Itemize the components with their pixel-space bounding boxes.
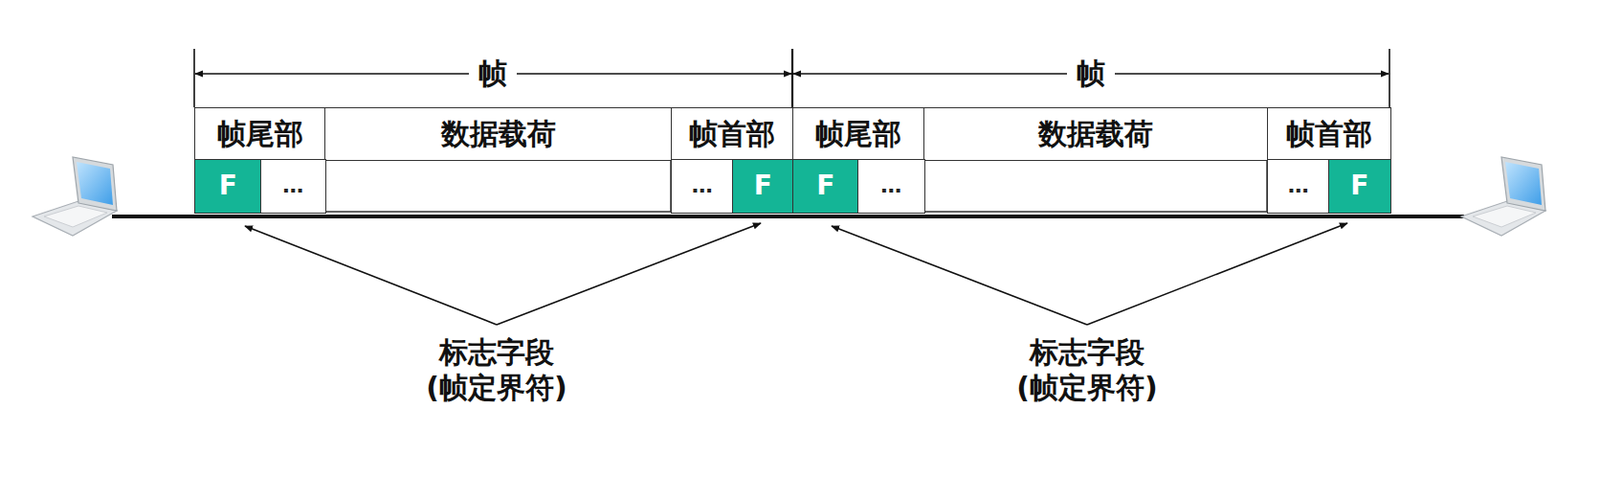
field-label: … bbox=[691, 174, 713, 198]
laptop-icon bbox=[32, 156, 117, 236]
flag-field-box: F bbox=[732, 158, 795, 214]
callout-label: (帧定界符) bbox=[1016, 371, 1157, 405]
field-label: 帧尾部 bbox=[815, 117, 902, 150]
dimension-tick bbox=[193, 48, 196, 108]
flag-field-box: F bbox=[194, 158, 263, 214]
callout-label: 标志字段 bbox=[1029, 335, 1145, 370]
transmission-line bbox=[111, 214, 1465, 219]
ellipsis-field-box: … bbox=[1266, 158, 1331, 214]
leader-line bbox=[244, 225, 497, 325]
header-field-box: 数据载荷 bbox=[923, 107, 1269, 161]
leader-line bbox=[496, 222, 761, 325]
field-label: … bbox=[282, 174, 304, 198]
field-label: F bbox=[816, 171, 835, 201]
laptop-lid bbox=[1501, 156, 1546, 211]
laptop-keyboard bbox=[44, 205, 108, 227]
field-label: 数据载荷 bbox=[441, 117, 556, 150]
dimension-label: 帧 bbox=[468, 57, 517, 91]
dimension-label: 帧 bbox=[1066, 57, 1115, 91]
laptop-lid bbox=[72, 156, 117, 211]
flag-field-box: F bbox=[792, 158, 860, 214]
callout-label: (帧定界符) bbox=[425, 371, 567, 405]
ellipsis-field-box: … bbox=[260, 158, 327, 214]
field-label: 帧尾部 bbox=[217, 117, 304, 150]
leader-line bbox=[1087, 222, 1348, 325]
header-field-box: 帧首部 bbox=[1266, 107, 1392, 161]
field-label: 帧首部 bbox=[1286, 117, 1373, 150]
header-field-box: 帧尾部 bbox=[194, 107, 327, 161]
leader-line bbox=[831, 225, 1088, 325]
header-field-box: 数据载荷 bbox=[324, 107, 673, 161]
laptop-screen bbox=[76, 161, 113, 205]
header-field-box: 帧尾部 bbox=[792, 107, 926, 161]
empty-cell bbox=[324, 158, 671, 212]
laptop-keyboard bbox=[1472, 205, 1536, 227]
dimension-tick bbox=[1388, 48, 1391, 108]
field-label: 数据载荷 bbox=[1038, 117, 1154, 150]
field-label: F bbox=[1350, 171, 1369, 201]
ellipsis-field-box: … bbox=[670, 158, 734, 214]
field-label: … bbox=[880, 174, 902, 198]
field-label: 帧首部 bbox=[688, 117, 776, 150]
dimension-tick bbox=[791, 48, 794, 108]
field-label: … bbox=[1288, 174, 1310, 198]
empty-cell bbox=[923, 158, 1267, 212]
ellipsis-field-box: … bbox=[857, 158, 926, 214]
header-field-box: 帧首部 bbox=[670, 107, 795, 161]
laptop-screen bbox=[1505, 161, 1542, 205]
callout-label: 标志字段 bbox=[439, 335, 555, 370]
field-label: F bbox=[754, 171, 773, 201]
laptop-icon bbox=[1461, 156, 1546, 236]
flag-field-box: F bbox=[1328, 158, 1392, 214]
field-label: F bbox=[219, 171, 238, 201]
